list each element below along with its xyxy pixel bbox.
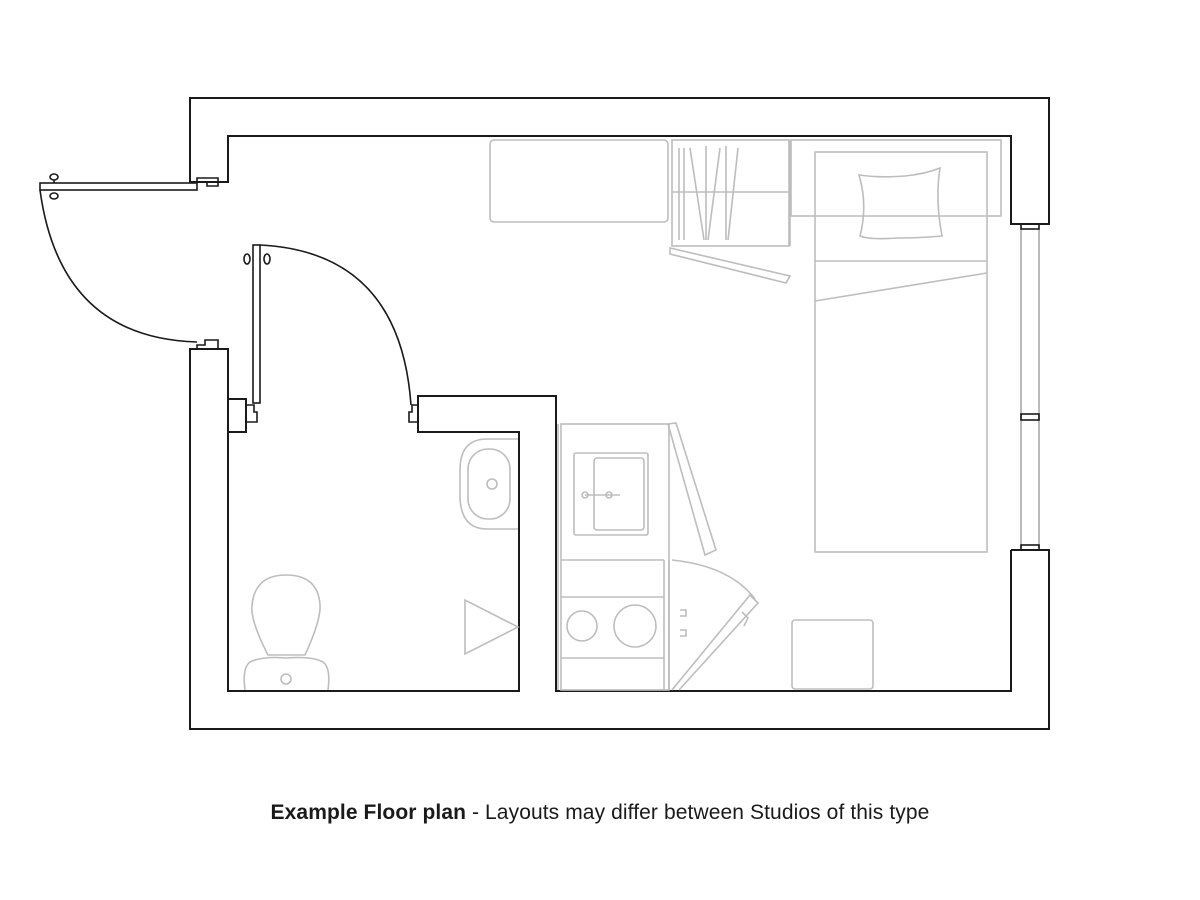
wash-basin — [459, 438, 518, 530]
bathroom-fixtures — [243, 438, 520, 691]
toilet-flush — [280, 673, 292, 685]
toilet-seat — [251, 574, 321, 656]
wall-bottom-inner — [227, 395, 1012, 692]
outer-walls — [189, 97, 1050, 730]
fridge-door — [671, 593, 760, 691]
caption-subtitle: Layouts may differ between Studios of th… — [485, 801, 930, 824]
wall-top-outer — [189, 97, 1050, 225]
entrance-jamb-bottom — [196, 339, 219, 349]
hob-ring-large — [613, 604, 657, 648]
door-handle-icon — [263, 253, 271, 265]
desk — [489, 139, 669, 223]
shelving-unit — [671, 139, 790, 247]
bathroom-door-leaf — [252, 244, 261, 404]
clothes-hangers — [678, 146, 739, 241]
floor-plan-caption: Example Floor plan - Layouts may differ … — [0, 801, 1200, 825]
wall-bottom-outer — [189, 348, 1050, 730]
entrance-jamb-top — [196, 177, 219, 187]
pillow — [857, 166, 943, 240]
window — [1020, 223, 1040, 551]
entrance-door-swing-arc — [39, 189, 198, 343]
wall-cupboard-door — [666, 422, 717, 557]
door-handle-icon — [49, 173, 59, 181]
basin-drain — [486, 478, 498, 490]
toilet-cistern — [243, 656, 330, 691]
basin-bowl — [467, 448, 511, 520]
door-handle-icon — [49, 192, 59, 200]
kitchen-sink — [573, 452, 649, 536]
kitchenette — [557, 422, 760, 691]
duvet-fold — [814, 272, 988, 302]
stool — [791, 619, 874, 690]
entrance-door — [39, 173, 198, 343]
bed-area — [790, 139, 1002, 553]
entrance-door-leaf — [39, 182, 198, 191]
bath-jamb-left — [246, 404, 258, 423]
caption-separator: - — [466, 801, 486, 824]
bath-jamb-right — [408, 404, 418, 423]
fridge-door-arc — [671, 559, 756, 600]
shower-tray — [464, 598, 520, 656]
single-bed — [814, 151, 988, 553]
study-area — [489, 139, 792, 284]
caption-title: Example Floor plan — [270, 801, 467, 824]
door-handle-icon — [243, 253, 251, 265]
kitchen-counter — [560, 423, 670, 691]
kitchen-sink-bowl — [593, 457, 645, 531]
bathroom-door-swing-arc — [259, 244, 412, 406]
bathroom-door — [243, 244, 412, 406]
hob-ring-small — [566, 610, 598, 642]
wardrobe-door — [669, 246, 792, 284]
